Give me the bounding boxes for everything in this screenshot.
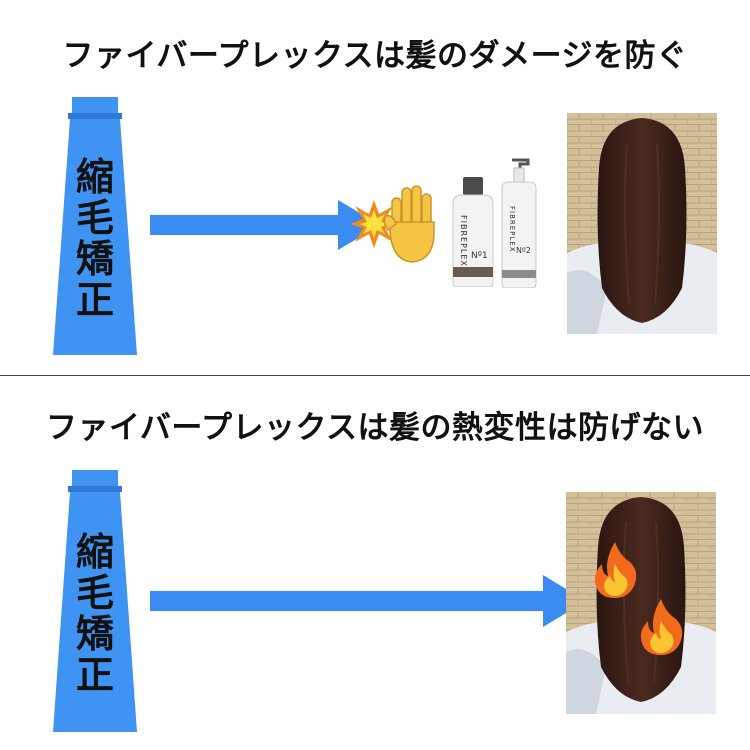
bottle-number: Nº2	[516, 246, 531, 255]
hair-photo-image	[567, 113, 717, 334]
tube-label-char: 正	[75, 653, 114, 697]
explosion-icon	[350, 200, 398, 248]
panel1-tube: 縮 毛 矯 正	[40, 97, 150, 355]
bottle-number: Nº1	[471, 251, 488, 261]
tube-icon	[53, 97, 137, 355]
panel2-heading: ファイバープレックスは髪の熱変性は防げない	[45, 410, 705, 446]
panel2-hair-photo	[566, 492, 716, 714]
fire-icon	[594, 542, 637, 598]
panel2-tube: 縮 毛 矯 正	[40, 470, 150, 732]
tube-label-char: 毛	[75, 571, 114, 615]
pump-bottle-icon	[501, 158, 537, 288]
panel2-tube-label: 縮 毛 矯 正	[40, 532, 150, 696]
section-divider	[0, 375, 750, 376]
fire-icon	[640, 599, 683, 655]
raised-hand-icon	[384, 185, 435, 263]
tube-label-char: 縮	[75, 530, 114, 574]
tube-label-char: 矯	[75, 237, 114, 281]
bottle-no2: FIBREPLEX Nº2	[498, 158, 538, 288]
panel1-arrow	[150, 200, 380, 250]
tube-label-char: 正	[75, 278, 114, 322]
panel2-arrow	[150, 575, 586, 627]
bottle-brand: FIBREPLEX	[459, 215, 468, 267]
hair-photo-image	[566, 492, 716, 714]
tube-label-char: 縮	[75, 155, 114, 199]
panel1-hair-photo	[567, 113, 717, 334]
bottle-brand: FIBREPLEX	[508, 206, 516, 253]
bottle-icon	[452, 177, 494, 287]
tube-label-char: 毛	[75, 196, 114, 240]
tube-icon	[53, 470, 137, 732]
panel1-tube-label: 縮 毛 矯 正	[40, 157, 150, 321]
panel1-heading: ファイバープレックスは髪のダメージを防ぐ	[62, 38, 688, 74]
tube-label-char: 矯	[75, 612, 114, 656]
bottle-no1: FIBREPLEX Nº1	[447, 175, 499, 287]
